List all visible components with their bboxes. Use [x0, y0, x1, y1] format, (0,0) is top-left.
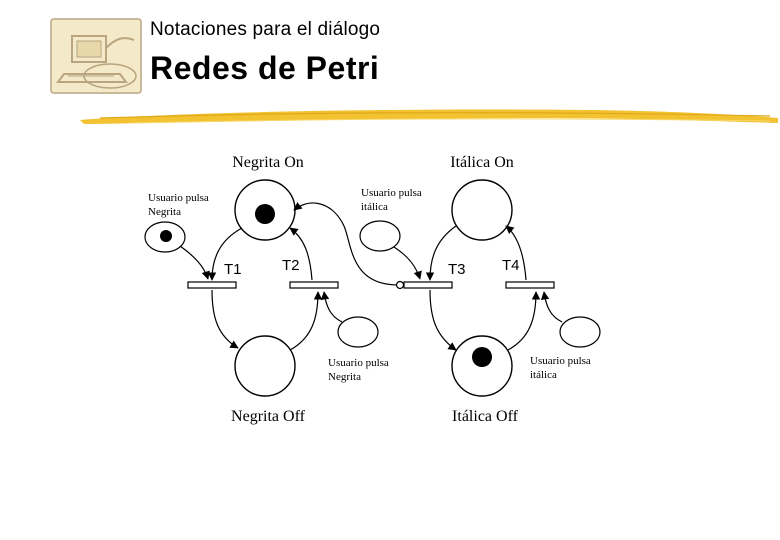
label-input-italic-top-2: itálica [361, 201, 388, 213]
transition-t3-bar [403, 281, 453, 289]
label-input-bold-bottom-1: Usuario pulsa [328, 357, 389, 369]
inhibitor-circle [395, 280, 405, 290]
arc-t4-italica-on [505, 225, 527, 281]
label-input-italic-bottom-1: Usuario pulsa [530, 355, 591, 367]
label-italica-on: Itálica On [450, 154, 514, 171]
token-input-bold-top [160, 230, 172, 242]
transition-t1-bar [187, 281, 237, 289]
slide-subtitle: Notaciones para el diálogo [150, 19, 381, 40]
label-t4: T4 [502, 257, 520, 274]
label-input-bold-bottom-2: Negrita [328, 371, 361, 383]
arc-input-bold-top-t1 [179, 245, 210, 280]
input-place-italic-top [359, 220, 401, 252]
computer-logo-icon [50, 18, 142, 94]
arc-t3-italica-off [429, 289, 457, 351]
arc-italica-on-t3 [425, 225, 457, 281]
label-t3: T3 [448, 261, 466, 278]
input-place-bold-bottom [337, 316, 379, 348]
transition-t2-bar [289, 281, 339, 289]
arc-negrita-off-t2 [289, 291, 323, 351]
place-italica-on [451, 179, 513, 241]
arc-input-italic-top-t3 [393, 246, 422, 280]
arc-input-bold-bottom-t2 [320, 291, 343, 323]
label-input-italic-bottom-2: itálica [530, 369, 557, 381]
arc-t3-negrita-on [293, 202, 401, 286]
title-underline-rule [80, 109, 778, 124]
arc-input-italic-bottom-t4 [540, 291, 563, 323]
label-t1: T1 [224, 261, 242, 278]
label-t2: T2 [282, 257, 300, 274]
token-negrita-on [255, 204, 275, 224]
arc-t1-negrita-off [211, 289, 239, 349]
label-input-italic-top-1: Usuario pulsa [361, 187, 422, 199]
transition-t4-bar [505, 281, 555, 289]
arc-negrita-on-t1 [207, 227, 243, 281]
label-negrita-off: Negrita Off [231, 408, 306, 425]
arc-t2-negrita-on [289, 227, 313, 281]
place-negrita-off [234, 335, 296, 397]
slide-title: Redes de Petri [150, 50, 380, 86]
arc-italica-off-t4 [507, 291, 541, 351]
input-place-italic-bottom [559, 316, 601, 348]
label-input-bold-top-1: Usuario pulsa [148, 192, 209, 204]
label-input-bold-top-2: Negrita [148, 206, 181, 218]
label-italica-off: Itálica Off [452, 408, 519, 425]
label-negrita-on: Negrita On [232, 154, 304, 171]
token-italica-off [472, 347, 492, 367]
